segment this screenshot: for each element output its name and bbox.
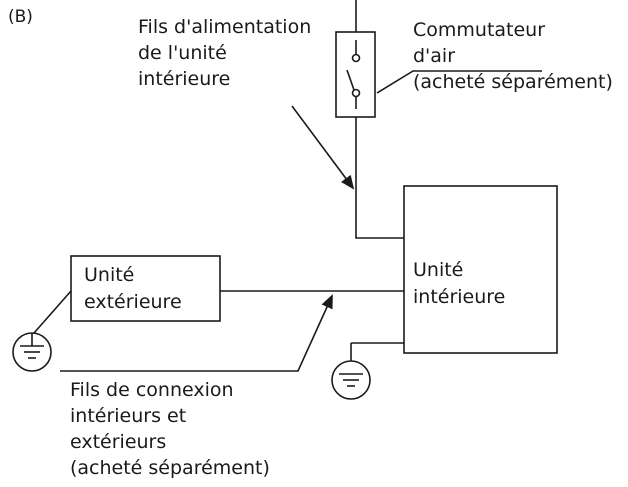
connection-wire-label-line-2: intérieurs et xyxy=(70,405,187,427)
power-wire-label: Fils d'alimentation de l'unité intérieur… xyxy=(138,14,311,92)
air-switch-label-line-3: (acheté séparément) xyxy=(413,71,613,93)
connection-wire-arrow xyxy=(60,294,333,372)
outdoor-unit-box xyxy=(70,255,221,322)
power-wire-arrow xyxy=(291,105,355,190)
air-switch-label-line-1: Commutateur xyxy=(413,19,546,41)
connection-wire-label-line-3: extérieurs xyxy=(70,431,167,453)
connection-wire-label-line-1: Fils de connexion xyxy=(70,379,234,401)
indoor-unit-box xyxy=(403,185,558,354)
switch-symbol-icon xyxy=(346,40,361,109)
outdoor-unit-label-line-2: extérieure xyxy=(84,291,182,313)
indoor-unit-label-line-2: intérieure xyxy=(413,286,506,308)
connection-wire-label: Fils de connexion intérieurs et extérieu… xyxy=(70,377,270,481)
power-wire-line xyxy=(355,117,404,239)
air-switch-label: Commutateur d'air (acheté séparément) xyxy=(413,17,613,95)
figure-label: (B) xyxy=(8,7,33,27)
power-wire-label-line-2: de l'unité xyxy=(138,42,227,64)
outdoor-ground-icon xyxy=(12,332,52,372)
power-wire-label-line-3: intérieure xyxy=(138,68,231,90)
air-switch-leader xyxy=(376,70,542,94)
indoor-ground-icon xyxy=(331,343,371,400)
air-switch-label-line-2: d'air xyxy=(413,45,456,67)
power-wire-label-line-1: Fils d'alimentation xyxy=(138,16,312,38)
outdoor-unit-label: Unité extérieure xyxy=(84,262,182,316)
connection-wire-label-line-4: (acheté séparément) xyxy=(70,457,270,479)
outdoor-unit-label-line-1: Unité xyxy=(84,264,135,286)
indoor-unit-label: Unité intérieure xyxy=(413,257,505,311)
outdoor-ground-wire xyxy=(33,290,72,334)
indoor-unit-label-line-1: Unité xyxy=(413,259,464,281)
